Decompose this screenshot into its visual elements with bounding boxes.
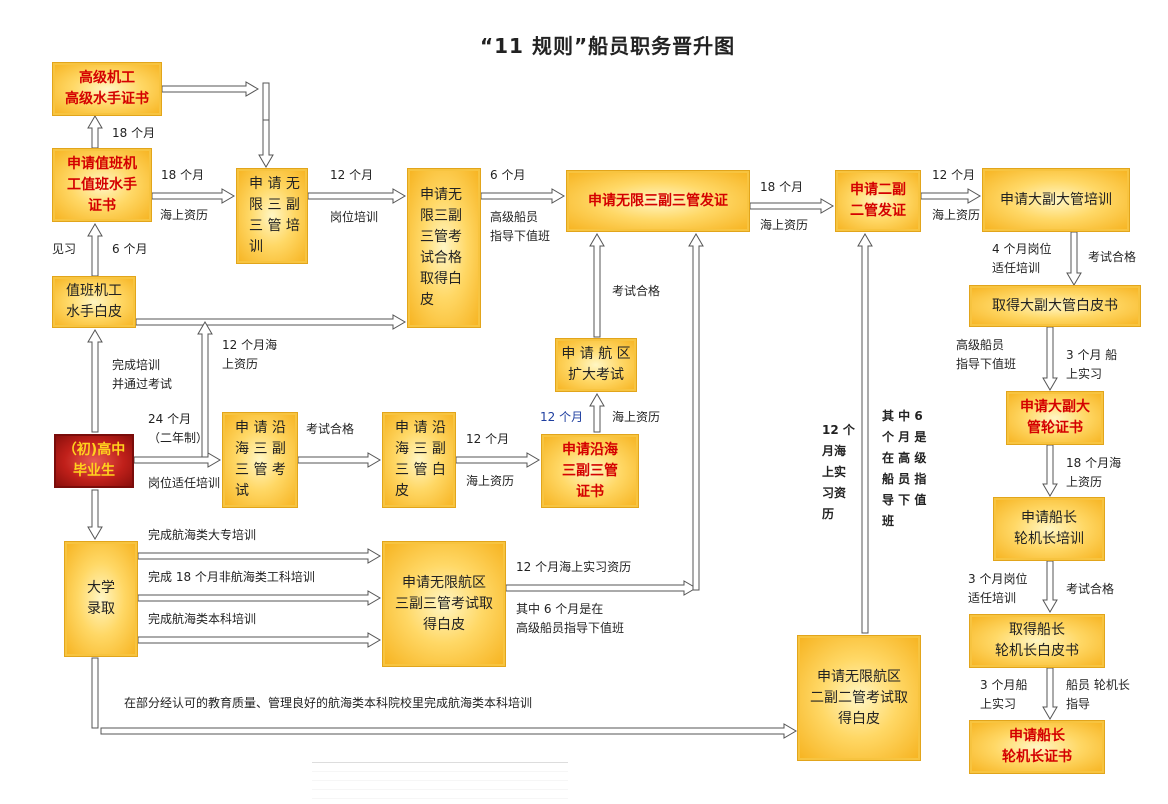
- label-6-months-b: 6 个月: [490, 168, 526, 182]
- diagram-title: “11 规则”船员职务晋升图: [480, 34, 736, 58]
- label-4-months-post: 4 个月岗位 适任培训: [992, 242, 1052, 275]
- label-exam-pass-3: 考试合格: [1088, 250, 1137, 264]
- arrow-univ-college: [137, 548, 381, 564]
- arrow-univ-18m: [137, 590, 381, 606]
- box-chief-mate-white-book: 取得大副大管白皮书: [969, 285, 1141, 327]
- label-6-months: 6 个月: [112, 242, 148, 256]
- arrow-to-university: [87, 489, 103, 540]
- label-3-months-post: 3 个月岗位 适任培训: [968, 572, 1028, 605]
- arrow-second-to-chief-training: [920, 188, 981, 204]
- label-12-months-sea-intern-vertical: 12 个 月海 上实 习资 历: [822, 423, 855, 521]
- arrow-approved-school-to-second-exam: [100, 723, 797, 739]
- arrow-univ-exam-to-right: [505, 580, 697, 596]
- box-master-white-book: 取得船长 轮机长白皮书: [969, 614, 1105, 668]
- box-coastal-cert: 申请沿海 三副三管 证书: [541, 434, 639, 508]
- box-univ-unlimited-exam: 申请无限航区 三副三管考试取 得白皮: [382, 541, 506, 667]
- box-unlimited-third-issue: 申请无限三副三管发证: [566, 170, 750, 232]
- footer-faint-lines: [312, 762, 568, 804]
- label-3-months-sea: 3 个月 船 上实习: [1066, 348, 1118, 381]
- arrow-graduate-to-coastal-exam: [133, 452, 221, 468]
- label-24-months: 24 个月 （二年制）: [148, 412, 209, 445]
- box-senior-engineer-cert: 高级机工 高级水手证书: [52, 62, 162, 116]
- arrow-master-training-to-white: [1042, 560, 1058, 613]
- arrow-master-white-to-cert: [1042, 667, 1058, 720]
- label-sea-experience-5: 海上资历: [612, 410, 661, 424]
- label-12-months-sea: 12 个月海 上资历: [222, 338, 278, 371]
- box-second-officer-issue: 申请二副 二管发证: [835, 170, 921, 232]
- label-senior-guided-watch-2: 高级船员 指导下值班: [956, 338, 1017, 371]
- label-6-months-guided-vertical: 其 中 6 个 月 是 在 高 级 船 员 指 导 下 值 班: [882, 409, 927, 528]
- arrow-coastal-cert-to-extend: [589, 393, 605, 433]
- label-12-months-blue: 12 个月: [540, 410, 584, 424]
- arrow-coastal-white-to-cert: [455, 452, 540, 468]
- box-second-officer-exam-white: 申请无限航区 二副二管考试取 得白皮: [797, 635, 921, 761]
- label-internship: 见习: [52, 242, 77, 256]
- label-exam-pass-4: 考试合格: [1066, 582, 1115, 596]
- arrow-senior-to-top: [161, 81, 259, 97]
- arrow-chief-white-to-cert: [1042, 326, 1058, 391]
- label-post-adaptation: 岗位适任培训: [148, 476, 221, 490]
- arrow-chief-cert-to-master-training: [1042, 444, 1058, 497]
- label-exam-pass-1: 考试合格: [306, 422, 355, 436]
- label-univ-bachelor-training: 完成航海类本科培训: [148, 612, 257, 626]
- label-18-months-right: 18 个月: [161, 168, 205, 182]
- arrow-to-watch-cert: [87, 223, 103, 277]
- box-high-school-graduate: （初)高中 毕业生: [54, 434, 134, 488]
- box-master-cert: 申请船长 轮机长证书: [969, 720, 1105, 774]
- label-12-months-a: 12 个月: [330, 168, 374, 182]
- label-master-guided: 船员 轮机长 指导: [1066, 678, 1130, 711]
- arrow-training-to-exam: [307, 188, 406, 204]
- arrow-third-to-second-issue: [749, 198, 834, 214]
- label-sea-experience-4: 海上资历: [466, 474, 515, 488]
- box-chief-mate-cert: 申请大副大 管轮证书: [1006, 391, 1104, 445]
- label-sea-experience-1: 海上资历: [160, 208, 209, 222]
- box-coastal-exam: 申 请 沿 海 三 副 三 管 考 试: [222, 412, 298, 508]
- box-coastal-white: 申 请 沿 海 三 副 三 管 白 皮: [382, 412, 456, 508]
- box-university-admission: 大学 录取: [64, 541, 138, 657]
- label-18-months-c: 18 个月: [760, 180, 804, 194]
- arrow-watch-white-to-exam: [135, 314, 406, 330]
- box-apply-watch-cert: 申请值班机 工值班水手 证书: [52, 148, 152, 222]
- bar-univ-down: [91, 657, 99, 729]
- arrow-top-to-training: [258, 119, 274, 168]
- label-post-training: 岗位培训: [330, 210, 379, 224]
- box-watch-white-book: 值班机工 水手白皮: [52, 276, 136, 328]
- label-12-months-sea-intern: 12 个月海上实习资历: [516, 560, 632, 574]
- box-chief-mate-training: 申请大副大管培训: [982, 168, 1130, 232]
- arrow-watch-to-training: [151, 188, 235, 204]
- label-complete-training: 完成培训 并通过考试: [112, 358, 173, 391]
- label-12-months-e: 12 个月: [466, 432, 510, 446]
- arrow-extend-to-third-issue: [589, 233, 605, 338]
- arrow-univ-path-to-third-issue: [688, 233, 704, 591]
- label-6-months-guided: 其中 6 个月是在 高级船员指导下值班: [516, 602, 625, 635]
- label-exam-pass-2: 考试合格: [612, 284, 661, 298]
- label-3-months-intern: 3 个月船 上实习: [980, 678, 1028, 711]
- label-18-months-up: 18 个月: [112, 126, 156, 140]
- label-univ-college-training: 完成航海类大专培训: [148, 528, 257, 542]
- label-univ-18-month-training: 完成 18 个月非航海类工科培训: [148, 570, 315, 584]
- arrow-from-coastal-branch-up: [197, 321, 213, 461]
- arrow-coastal-exam-to-white: [297, 452, 381, 468]
- arrow-exam-to-third-issue: [480, 188, 565, 204]
- label-sea-experience-3: 海上资历: [932, 208, 981, 222]
- label-12-months-d: 12 个月: [932, 168, 976, 182]
- label-18-months-sea: 18 个月海 上资历: [1066, 456, 1122, 489]
- arrow-to-senior-cert: [87, 115, 103, 149]
- arrow-univ-bachelor: [137, 632, 381, 648]
- box-master-training: 申请船长 轮机长培训: [993, 497, 1105, 561]
- arrow-second-exam-to-issue: [857, 233, 873, 634]
- label-senior-guided-watch: 高级船员 指导下值班: [490, 210, 551, 243]
- box-area-extend-exam: 申 请 航 区 扩大考试: [555, 338, 637, 392]
- box-apply-unlimited-training: 申 请 无 限 三 副 三 管 培 训: [236, 168, 308, 264]
- box-unlimited-exam-white: 申请无 限三副 三管考 试合格 取得白 皮: [407, 168, 481, 328]
- arrow-to-watch-white: [87, 329, 103, 433]
- label-approved-school-path: 在部分经认可的教育质量、管理良好的航海类本科院校里完成航海类本科培训: [124, 696, 533, 710]
- arrow-chief-training-to-white: [1066, 231, 1082, 286]
- label-sea-experience-2: 海上资历: [760, 218, 809, 232]
